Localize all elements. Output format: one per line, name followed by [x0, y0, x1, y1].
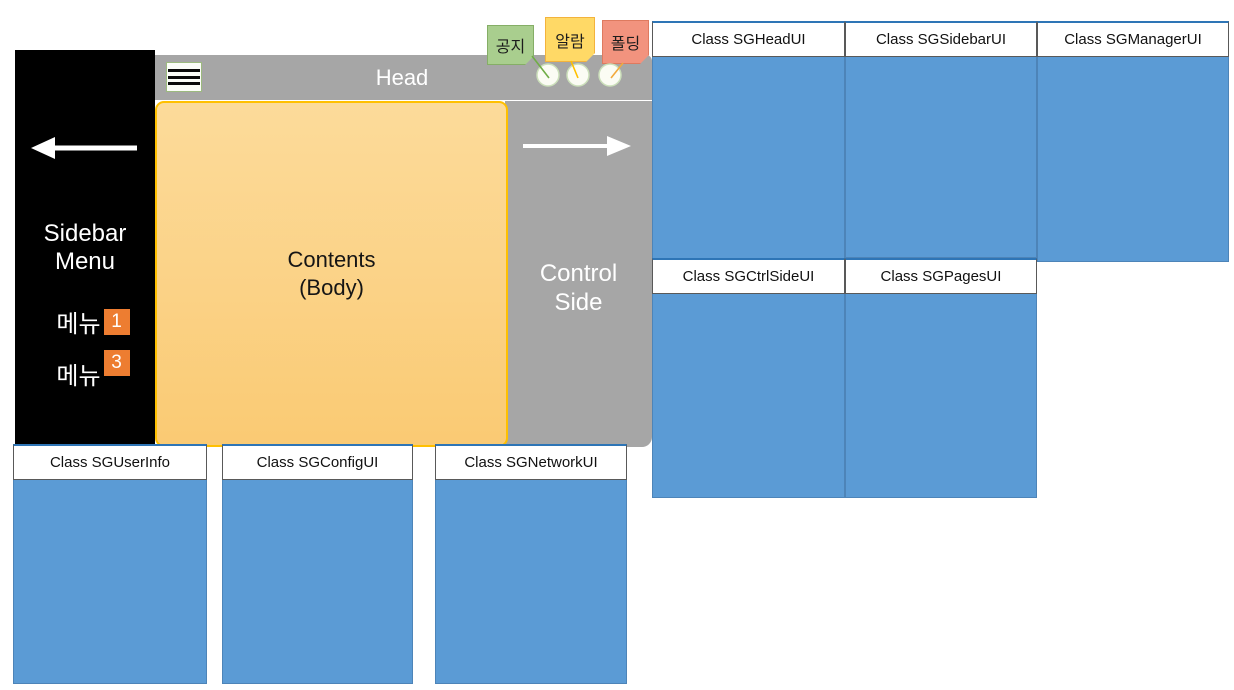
class-box-title: Class SGNetworkUI — [435, 444, 627, 480]
menu-item-label: 메뉴 — [56, 311, 101, 338]
control-side-panel: Control Side — [505, 101, 652, 447]
hamburger-menu-icon[interactable] — [166, 62, 202, 92]
hamburger-bar — [168, 75, 200, 79]
sticky-note-notice: 공지 — [487, 25, 534, 65]
hamburger-bar — [168, 68, 200, 72]
sticky-note-label: 알람 — [555, 33, 585, 51]
class-box-title: Class SGPagesUI — [845, 258, 1037, 294]
sticky-note-label: 공지 — [495, 39, 526, 56]
head-title: Head — [375, 65, 429, 90]
right-arrow-icon[interactable] — [521, 132, 633, 160]
sidebar-title-line1: Sidebar — [43, 220, 127, 247]
sidebar-menu-item-2[interactable]: 메뉴 3 — [15, 349, 155, 391]
class-box-sgnetworkui: Class SGNetworkUI — [435, 444, 627, 684]
class-box-body — [222, 480, 413, 684]
menu-item-badge: 1 — [103, 308, 130, 335]
class-box-title: Class SGManagerUI — [1037, 21, 1229, 57]
sticky-note-label: 폴딩 — [610, 36, 641, 53]
contents-body-panel: Contents (Body) — [155, 101, 508, 447]
class-box-title: Class SGUserInfo — [13, 444, 207, 480]
class-box-body — [13, 480, 207, 684]
sticky-note-folding: 폴딩 — [602, 20, 649, 64]
class-box-body — [435, 480, 627, 684]
class-box-body — [1037, 57, 1229, 262]
class-box-title: Class SGHeadUI — [652, 21, 845, 57]
class-box-sgsidebarui: Class SGSidebarUI — [845, 21, 1037, 258]
class-box-body — [652, 57, 845, 260]
contents-label: Contents (Body) — [287, 246, 375, 302]
class-box-sgconfigui: Class SGConfigUI — [222, 444, 413, 684]
menu-item-badge: 3 — [103, 349, 130, 376]
class-box-sgctrlsideui: Class SGCtrlSideUI — [652, 258, 845, 498]
class-box-title: Class SGSidebarUI — [845, 21, 1037, 57]
control-label-line1: Control — [539, 260, 618, 287]
class-box-sgpagesui: Class SGPagesUI — [845, 258, 1037, 498]
class-box-title: Class SGCtrlSideUI — [652, 258, 845, 294]
menu-item-label: 메뉴 — [56, 363, 101, 390]
class-box-sguserinfo: Class SGUserInfo — [13, 444, 207, 684]
sticky-note-alarm: 알람 — [545, 17, 595, 62]
sidebar-menu-item-1[interactable]: 메뉴 1 — [15, 304, 155, 339]
sidebar-panel: Sidebar Menu 메뉴 1 메뉴 3 — [15, 50, 155, 446]
class-box-sgheadui: Class SGHeadUI — [652, 21, 845, 260]
class-box-body — [652, 294, 845, 498]
class-box-sgmanagerui: Class SGManagerUI — [1037, 21, 1229, 262]
hamburger-bar — [168, 82, 200, 86]
contents-label-line1: Contents — [287, 247, 376, 272]
class-box-body — [845, 294, 1037, 498]
left-arrow-icon[interactable] — [31, 134, 139, 162]
class-box-body — [845, 57, 1037, 258]
contents-label-line2: (Body) — [299, 275, 364, 300]
sidebar-title-line2: Menu — [54, 248, 116, 275]
control-side-label: Control Side — [505, 259, 652, 317]
sidebar-title: Sidebar Menu — [15, 220, 155, 276]
class-box-title: Class SGConfigUI — [222, 444, 413, 480]
control-label-line2: Side — [554, 289, 603, 316]
